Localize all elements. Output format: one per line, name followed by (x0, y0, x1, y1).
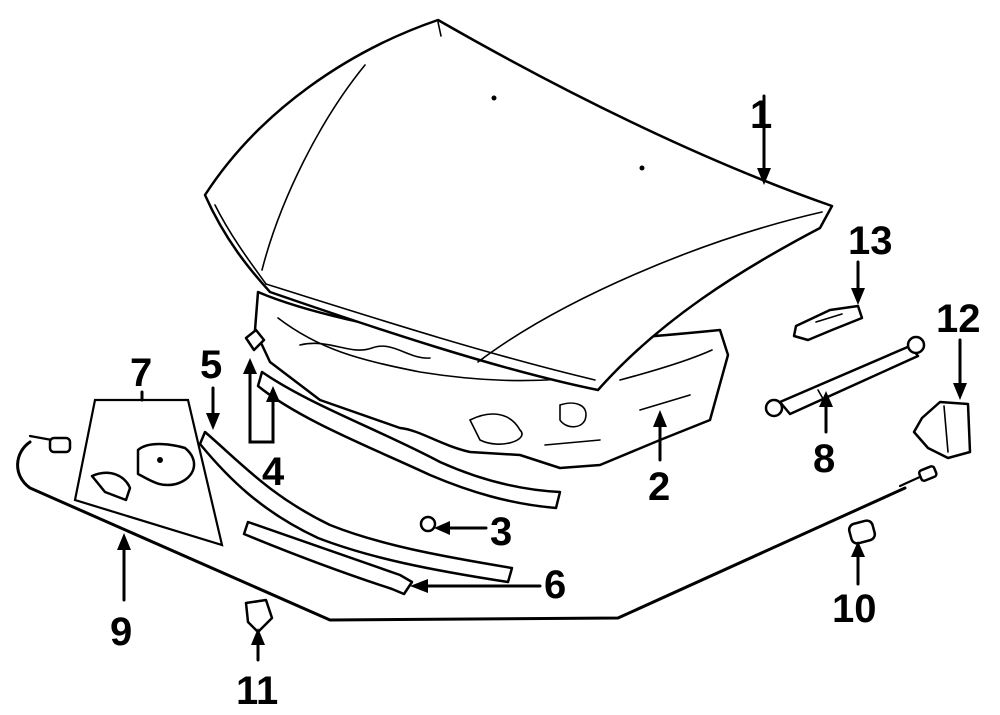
callout-12: 12 (936, 297, 981, 341)
lower-seal-strip (242, 520, 414, 596)
cable-clip (244, 598, 274, 634)
callout-5: 5 (200, 343, 222, 387)
leader-lines (117, 94, 967, 662)
callout-4: 4 (262, 450, 285, 494)
callout-8: 8 (813, 437, 835, 481)
hood-support-strut (764, 335, 926, 418)
callout-2: 2 (648, 465, 670, 509)
callout-6: 6 (544, 563, 566, 607)
hood-panel (203, 18, 834, 392)
callout-3: 3 (490, 510, 512, 554)
hood-latch (912, 400, 972, 460)
callout-7: 7 (130, 351, 152, 395)
hood-bracket (792, 304, 864, 342)
callout-11: 11 (236, 669, 278, 713)
front-seal (244, 328, 562, 510)
callout-10: 10 (832, 587, 877, 631)
latch-assembly (73, 398, 224, 547)
callout-1: 1 (750, 93, 772, 137)
cable-grommet (847, 519, 877, 545)
callout-9: 9 (110, 610, 132, 654)
bumper-stop (419, 515, 437, 533)
side-seal (198, 430, 514, 584)
callout-13: 13 (848, 219, 893, 263)
callout-numbers: 1 2 3 4 5 6 7 8 9 10 11 12 13 (110, 93, 981, 713)
release-cable (16, 434, 938, 622)
